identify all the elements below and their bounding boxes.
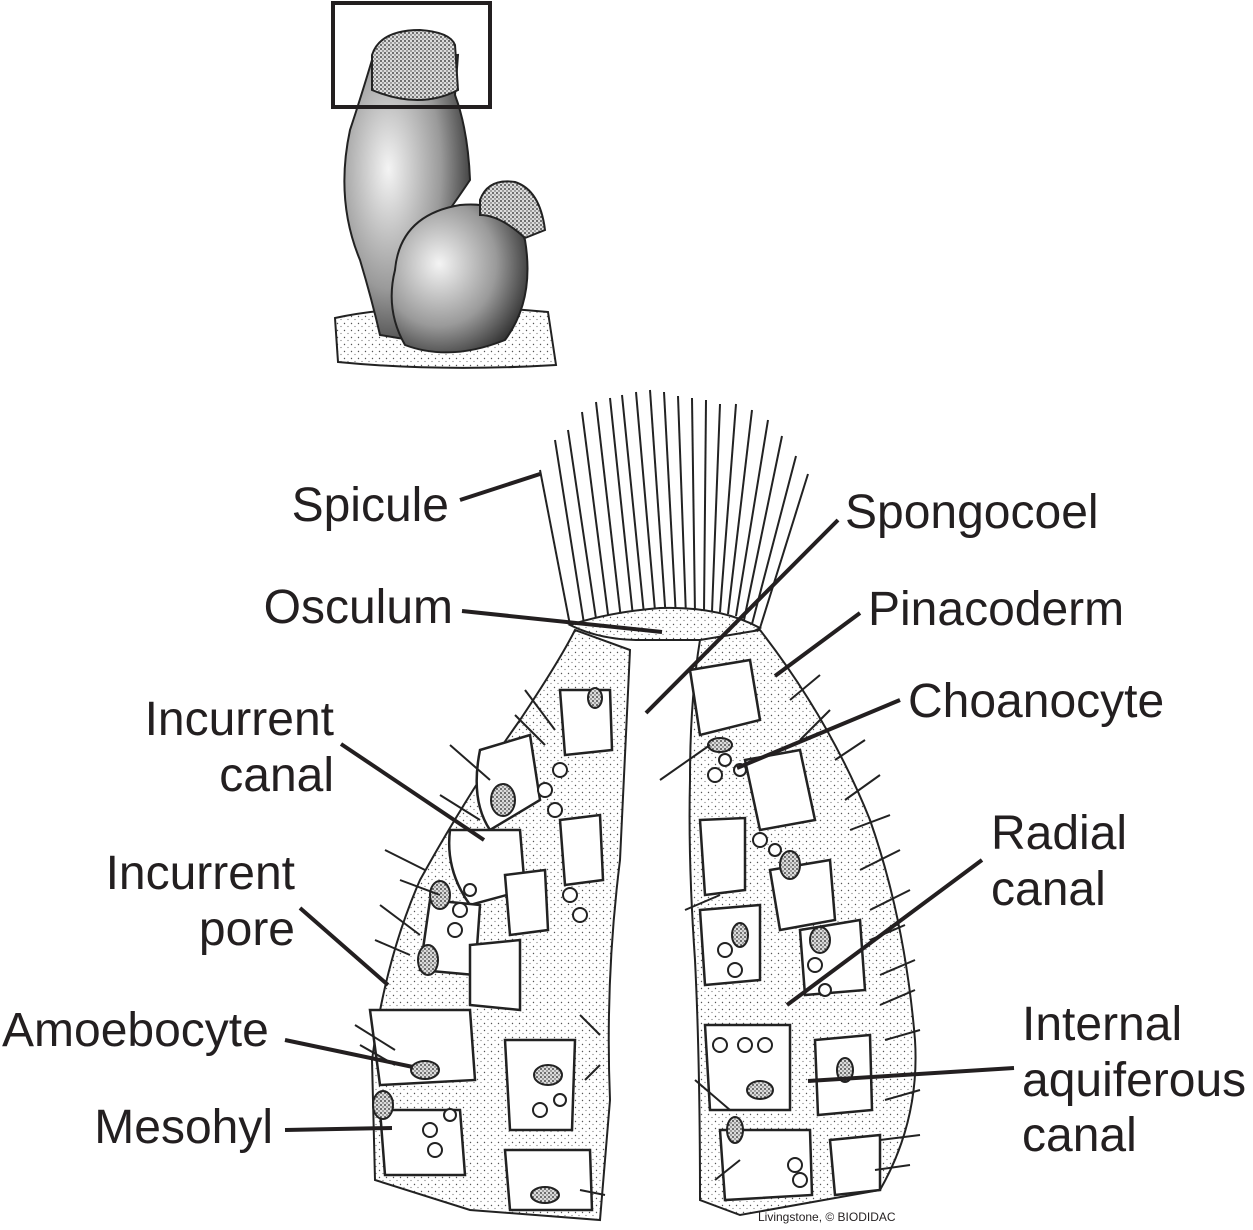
pinacoderm-leader (773, 611, 862, 678)
label-internal-canal-line3: canal (1022, 1109, 1137, 1162)
label-incurrent-pore-line2: pore (198, 903, 295, 956)
internal-canal-leader (807, 1066, 1015, 1083)
incurrent-pore-leader (298, 906, 390, 987)
label-choanocyte: Choanocyte (908, 675, 1165, 728)
detail-highlight-box (331, 1, 492, 109)
label-incurrent-pore-line1: Incurrent (105, 847, 295, 900)
osculum-leader (461, 609, 663, 634)
label-internal-canal-line2: aquiferous (1022, 1054, 1247, 1107)
label-amoebocyte: Amoebocyte (2, 1004, 269, 1057)
label-radial-canal-line2: canal (991, 863, 1106, 916)
amoebocyte-leader (284, 1038, 414, 1069)
credit-text: Livingstone, © BIODIDAC (758, 1210, 896, 1224)
label-spicule: Spicule (291, 479, 449, 532)
label-osculum: Osculum (263, 581, 453, 634)
label-mesohyl: Mesohyl (94, 1101, 273, 1154)
mesohyl-leader (284, 1126, 393, 1132)
choanocyte-leader (736, 698, 901, 770)
label-incurrent-canal-line1: Incurrent (144, 693, 334, 746)
leader-lines (284, 472, 1015, 1132)
label-pinacoderm: Pinacoderm (868, 583, 1125, 636)
label-incurrent-canal-line2: canal (219, 749, 334, 802)
spongocoel-leader (644, 518, 840, 715)
whole-sponge-illustration (331, 1, 558, 369)
radial-canal-leader (785, 858, 984, 1007)
label-spongocoel: Spongocoel (845, 486, 1099, 539)
label-internal-canal-line1: Internal (1022, 998, 1183, 1051)
spicule-leader (459, 472, 541, 502)
spicule-fan (539, 389, 809, 633)
incurrent-canal-leader (339, 742, 486, 842)
cross-section-illustration (354, 389, 921, 1222)
label-radial-canal-line1: Radial (991, 807, 1128, 860)
